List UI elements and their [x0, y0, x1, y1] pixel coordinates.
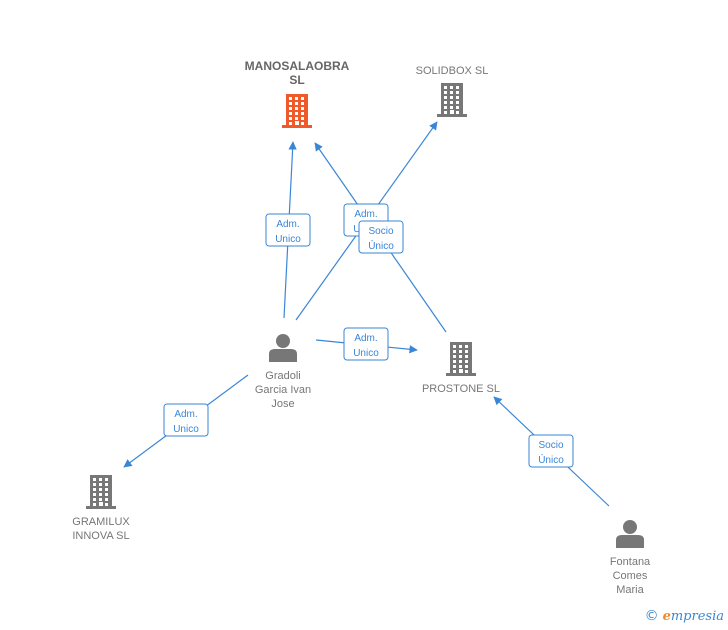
- edge-label-text: Socio: [368, 226, 393, 237]
- building-icon: [86, 475, 116, 509]
- edge-label-box: [528, 434, 574, 468]
- edge-label-text: Único: [538, 453, 564, 466]
- edge-label-box: [265, 213, 311, 247]
- person-icon: [269, 334, 297, 362]
- edge-label-box: [343, 327, 389, 361]
- node-prostone[interactable]: PROSTONE SL: [422, 342, 500, 395]
- node-label: MANOSALAOBRA: [245, 59, 350, 73]
- node-label: INNOVA SL: [72, 530, 129, 542]
- node-label: Gradoli: [265, 370, 300, 382]
- edge-label-text: Adm.: [174, 409, 197, 420]
- copyright-icon: ©: [644, 608, 659, 624]
- node-label: Garcia Ivan: [255, 384, 311, 396]
- node-label: Maria: [616, 584, 644, 596]
- edge-label-text: Adm.: [354, 333, 377, 344]
- edge-label-gradoli-prostone[interactable]: Adm. Unico: [343, 327, 389, 361]
- edge-label-box: [358, 220, 404, 254]
- edge-label-text: Unico: [173, 424, 199, 435]
- node-label: SL: [289, 73, 304, 87]
- building-icon: [446, 342, 476, 376]
- building-icon: [282, 94, 312, 128]
- edge-label-gradoli-manosalaobra[interactable]: Adm. Unico: [265, 213, 311, 247]
- edge-label-text: Único: [368, 239, 394, 252]
- building-icon: [437, 83, 467, 117]
- node-solidbox[interactable]: SOLIDBOX SL: [416, 65, 489, 117]
- person-icon: [616, 520, 644, 548]
- node-label: Fontana: [610, 556, 651, 568]
- node-label: Jose: [271, 398, 294, 410]
- node-label: Comes: [613, 570, 648, 582]
- node-label: GRAMILUX: [72, 516, 130, 528]
- edge-label-text: Unico: [275, 234, 301, 245]
- edge-label-text: Unico: [353, 348, 379, 359]
- node-gramilux[interactable]: GRAMILUX INNOVA SL: [72, 475, 130, 542]
- edge-label-text: Adm.: [276, 219, 299, 230]
- edge-label-text: Adm.: [354, 209, 377, 220]
- brand-footer: © empresia: [645, 608, 724, 624]
- edge-label-box: [163, 403, 209, 437]
- node-label: SOLIDBOX SL: [416, 65, 489, 77]
- edge-label-gradoli-gramilux[interactable]: Adm. Unico: [163, 403, 209, 437]
- brand-logo[interactable]: empresia: [662, 608, 724, 624]
- node-label: PROSTONE SL: [422, 383, 500, 395]
- edge-label-text: Socio: [538, 440, 563, 451]
